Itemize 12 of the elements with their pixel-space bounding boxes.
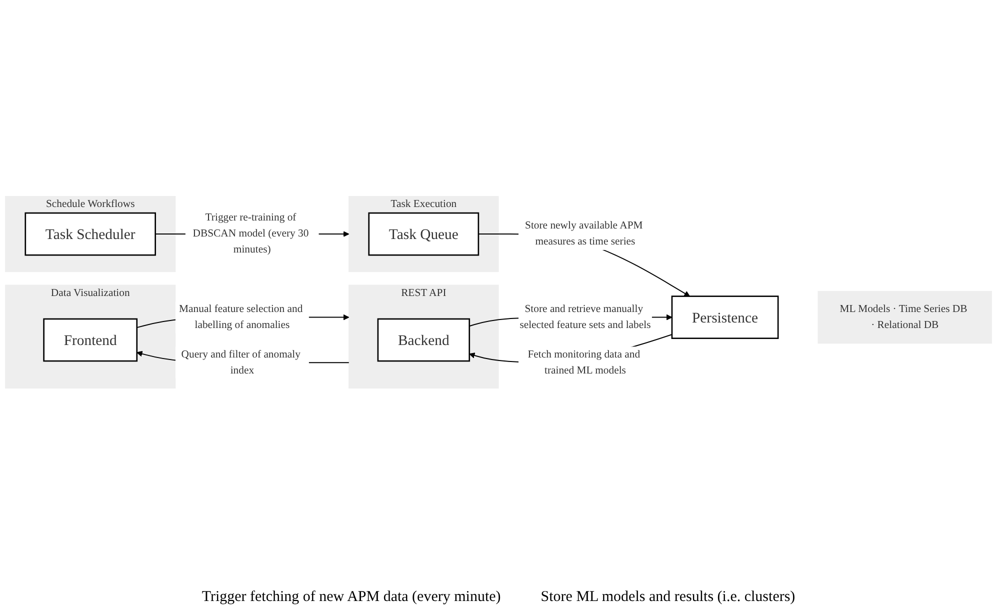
process-box: ML Models · Time Series DB · Relational DB bbox=[818, 291, 992, 344]
group-title: REST API bbox=[401, 287, 446, 299]
process-box: Task Queue bbox=[368, 212, 480, 256]
process-box: Task Scheduler bbox=[24, 212, 156, 256]
group-title: Task Execution bbox=[390, 198, 457, 210]
process-box: Frontend bbox=[43, 318, 138, 362]
process-box: Backend bbox=[377, 318, 470, 362]
process-box: Persistence bbox=[671, 296, 779, 340]
note-text: Trigger fetching of new APM data (every minute) bbox=[202, 589, 501, 606]
group-title: Data Visualization bbox=[50, 287, 130, 299]
group-title: Schedule Workflows bbox=[46, 198, 135, 210]
note-text: Store ML models and results (i.e. clusters) bbox=[540, 589, 796, 606]
